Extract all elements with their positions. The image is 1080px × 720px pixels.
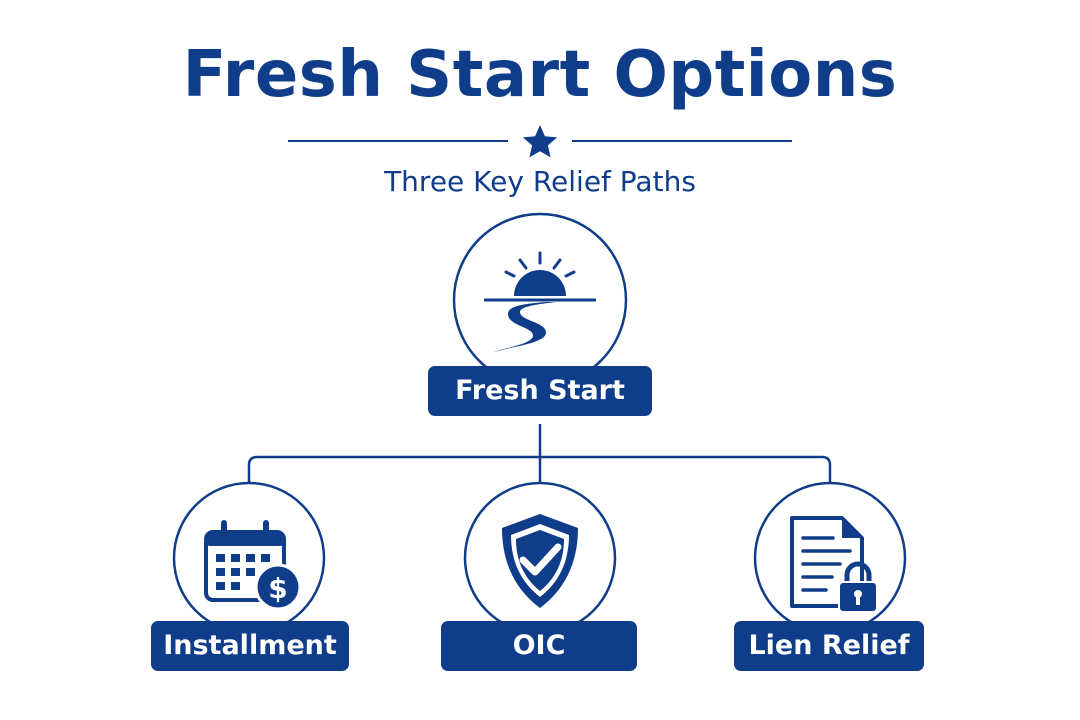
child-label-lien-relief: Lien Relief — [734, 621, 924, 671]
root-node — [452, 212, 628, 388]
title-divider — [288, 125, 792, 158]
sunrise-path-icon — [484, 251, 596, 352]
svg-text:$: $ — [268, 572, 287, 605]
child-node-lien-relief — [753, 481, 907, 635]
page-title: Fresh Start Options — [182, 38, 898, 112]
star-icon — [522, 125, 558, 158]
child-label-oic: OIC — [441, 621, 637, 671]
connector-horizontal — [247, 455, 832, 488]
root-node-label: Fresh Start — [428, 366, 652, 416]
subtitle: Three Key Relief Paths — [384, 165, 696, 198]
document-lock-icon — [790, 516, 878, 613]
connector-lines — [247, 424, 832, 488]
child-label-installment: Installment — [151, 621, 349, 671]
child-node-oic — [463, 481, 617, 635]
child-node-installment: $ — [172, 481, 326, 635]
shield-check-icon — [502, 514, 578, 608]
calendar-dollar-icon: $ — [204, 520, 302, 611]
